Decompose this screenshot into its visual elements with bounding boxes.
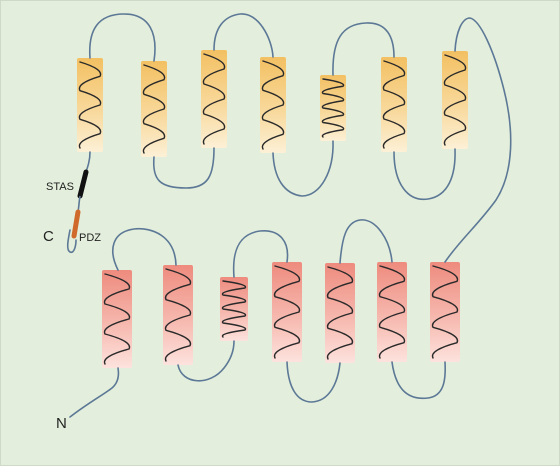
stas-label: STAS	[46, 181, 74, 193]
c-terminus-label: C	[43, 228, 54, 245]
n-terminus-label: N	[56, 415, 67, 432]
pdz-label: PDZ	[79, 232, 101, 244]
